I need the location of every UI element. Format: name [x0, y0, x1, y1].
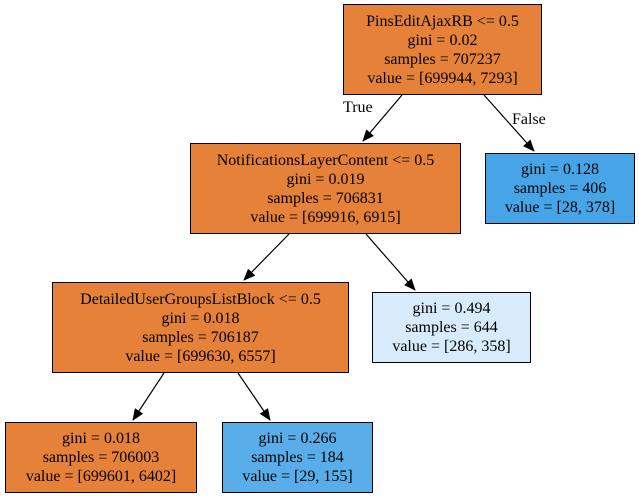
node-value: value = [286, 358] — [392, 338, 511, 355]
edge-label-true: True — [343, 99, 373, 116]
tree-node-left: NotificationsLayerContent <= 0.5 gini = … — [190, 143, 461, 234]
node-value: value = [699944, 7293] — [367, 69, 518, 87]
tree-leaf-left-left-right: gini = 0.266 samples = 184 value = [29, … — [222, 422, 373, 493]
node-split-label: PinsEditAjaxRB <= 0.5 — [366, 12, 519, 30]
edge-n3-n6 — [237, 372, 271, 421]
node-samples: samples = 707237 — [384, 50, 501, 68]
node-value: value = [699630, 6557] — [125, 347, 276, 365]
node-gini: gini = 0.266 — [258, 430, 337, 447]
tree-leaf-right: gini = 0.128 samples = 406 value = [28, … — [485, 153, 635, 224]
edge-label-false: False — [512, 111, 546, 128]
node-value: value = [699916, 6915] — [250, 208, 401, 226]
node-gini: gini = 0.018 — [161, 309, 240, 327]
node-samples: samples = 184 — [251, 449, 344, 466]
edge-n0-n1 — [362, 94, 403, 142]
node-value: value = [29, 155] — [242, 468, 353, 485]
node-value: value = [699601, 6402] — [25, 468, 177, 485]
node-gini: gini = 0.128 — [521, 161, 599, 178]
node-gini: gini = 0.019 — [286, 170, 365, 188]
node-value: value = [28, 378] — [504, 199, 616, 216]
node-gini: gini = 0.02 — [407, 31, 478, 49]
node-gini: gini = 0.494 — [412, 300, 491, 317]
node-samples: samples = 644 — [405, 319, 498, 336]
tree-node-left-left: DetailedUserGroupsListBlock <= 0.5 gini … — [52, 282, 349, 373]
node-samples: samples = 706187 — [142, 328, 259, 346]
node-samples: samples = 706831 — [267, 189, 384, 207]
edge-n0-n2 — [483, 94, 535, 152]
node-split-label: DetailedUserGroupsListBlock <= 0.5 — [80, 290, 321, 308]
node-samples: samples = 706003 — [42, 449, 160, 466]
tree-node-root: PinsEditAjaxRB <= 0.5 gini = 0.02 sample… — [343, 4, 542, 95]
tree-leaf-left-right: gini = 0.494 samples = 644 value = [286,… — [372, 292, 531, 363]
node-samples: samples = 406 — [513, 180, 607, 197]
node-split-label: NotificationsLayerContent <= 0.5 — [216, 151, 435, 169]
node-gini: gini = 0.018 — [62, 430, 140, 447]
edge-n1-n4 — [365, 233, 416, 291]
edge-n1-n3 — [243, 233, 290, 281]
edge-n3-n5 — [132, 372, 165, 421]
tree-leaf-left-left-left: gini = 0.018 samples = 706003 value = [6… — [5, 422, 197, 493]
